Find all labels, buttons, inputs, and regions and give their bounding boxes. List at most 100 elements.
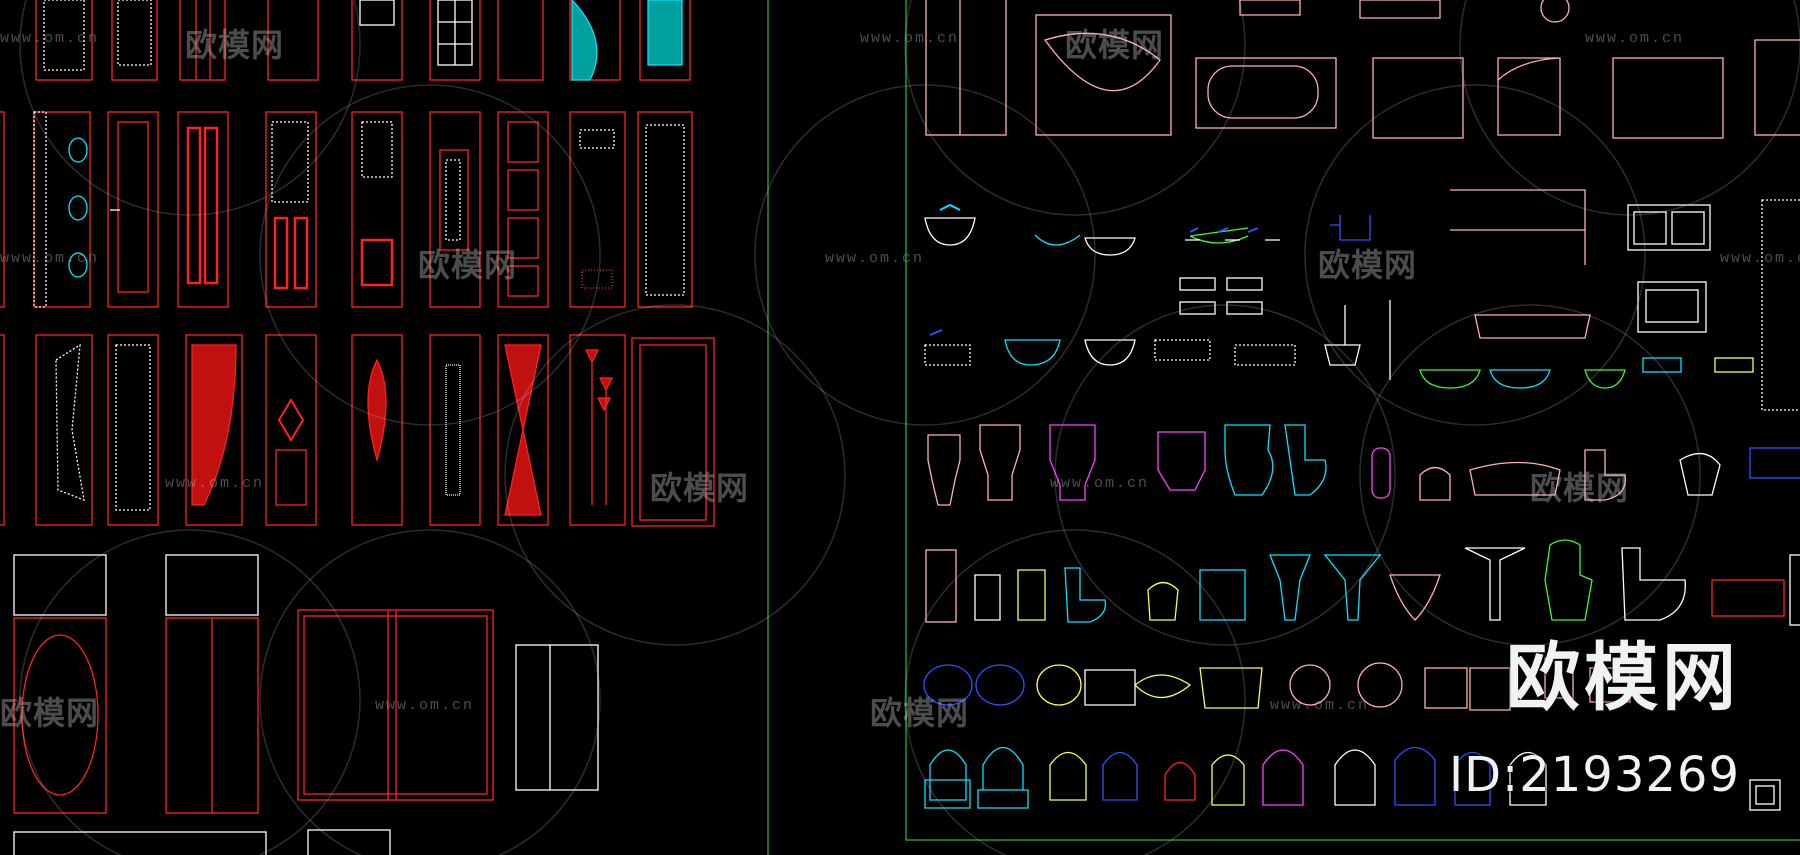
door-panel [293, 216, 309, 290]
drain-grate [1755, 785, 1775, 805]
door-panel [507, 217, 539, 259]
door-porthole [68, 137, 88, 163]
basin-section [1154, 339, 1211, 361]
toilet-icon [1584, 449, 1626, 501]
fixture-library [923, 0, 1800, 811]
toilet-icon [1509, 751, 1547, 806]
washbasin-icon [1084, 669, 1136, 706]
door-panel [275, 449, 307, 506]
door-elevation [185, 334, 243, 526]
door-elevation [569, 111, 626, 308]
door-elevation [351, 334, 403, 526]
door-elevation [265, 334, 317, 526]
asset-id-label: ID:2193269 [1448, 747, 1740, 803]
toilet-icon [1454, 751, 1491, 806]
door-glass-panel [445, 159, 461, 241]
urinal [1371, 447, 1391, 499]
toilet-icon [1164, 761, 1196, 801]
door-panel [203, 126, 219, 285]
fixture-row-pedestals [925, 539, 1800, 626]
basin-section [1234, 344, 1296, 366]
pedestal-basin [1269, 554, 1311, 621]
toilet-icon [1211, 754, 1245, 806]
drain [1540, 0, 1570, 23]
door-porthole [68, 195, 88, 221]
shower-tray [1497, 57, 1561, 136]
door-barcode-glass [445, 364, 461, 496]
door-elevation [351, 111, 403, 308]
basin-section [924, 344, 971, 366]
toilet-icon [1394, 746, 1436, 806]
door-panel [273, 216, 289, 290]
washbasin-icon [1357, 662, 1403, 708]
door-elevation [429, 111, 481, 308]
toilet-icon [1199, 569, 1246, 621]
door-louvre [581, 269, 613, 289]
door-hourglass-glass [504, 344, 542, 516]
toilet-icon [924, 749, 971, 809]
door-panel [507, 265, 539, 297]
door-elevation [267, 0, 319, 81]
washbasin-icon [1199, 667, 1263, 709]
shower-rod [1450, 189, 1586, 265]
bathtub [1195, 57, 1337, 129]
urinal [974, 574, 1001, 621]
corner-bathtub-basin [1043, 32, 1161, 92]
door-decor-glass [55, 343, 85, 502]
wall-mixer [1330, 215, 1371, 241]
bidet [1419, 466, 1451, 501]
door-elevation [35, 0, 93, 81]
door-panel [507, 121, 539, 163]
vessel-basin [1714, 357, 1754, 373]
door-elevation [497, 334, 549, 526]
door-curved-glass [571, 0, 598, 81]
basin-section [1004, 339, 1061, 366]
pedestal-basin [1389, 574, 1441, 621]
toilet-icon [1469, 461, 1561, 496]
washbasin-icon [1036, 664, 1082, 706]
cabinet-door [13, 617, 107, 814]
fixture-row-bathtubs [925, 0, 1800, 139]
door-elevation [497, 111, 549, 308]
door-row-2 [0, 111, 693, 308]
door-porthole [68, 252, 88, 278]
door-elevation [111, 0, 158, 81]
faucet-block [1179, 301, 1216, 315]
pedestal-basin [1323, 554, 1382, 621]
faucet-block [1179, 277, 1216, 291]
toilet-icon [1262, 749, 1304, 806]
shower-enclosure [925, 0, 1007, 136]
pedestal-basin [1464, 547, 1526, 621]
urinal [1017, 569, 1046, 621]
door-elevation [639, 0, 691, 81]
wall-basin [1324, 300, 1391, 380]
door-row-1 [35, 0, 691, 81]
vessel-basin [1489, 369, 1551, 389]
vessel-basin [1419, 369, 1481, 389]
washbasin-icon [1469, 667, 1511, 711]
door-panel [507, 169, 539, 211]
vessel-basin [1642, 357, 1682, 373]
door-row-3 [0, 334, 715, 527]
toilet-icon [1224, 424, 1274, 496]
door-library [0, 0, 715, 855]
door-glass-panel [579, 129, 615, 149]
wall-basin [924, 217, 976, 246]
washbasin-icon [1589, 667, 1631, 703]
panel-dividers [767, 0, 1800, 855]
toilet-icon [979, 424, 1021, 501]
sink-partial [1789, 554, 1800, 626]
sink-bowl [1633, 211, 1667, 245]
door-panel [117, 121, 149, 293]
wall-basin [1084, 237, 1136, 256]
door-panel-texture [117, 0, 152, 66]
shower-tray [1612, 57, 1724, 139]
faucet-block [1226, 301, 1263, 315]
door-elevation [35, 334, 93, 526]
double-sink [1627, 204, 1711, 251]
shower-tray [1754, 39, 1800, 136]
kitchen-sink [1711, 579, 1785, 617]
fixture-row-basin-sections [924, 300, 1754, 389]
